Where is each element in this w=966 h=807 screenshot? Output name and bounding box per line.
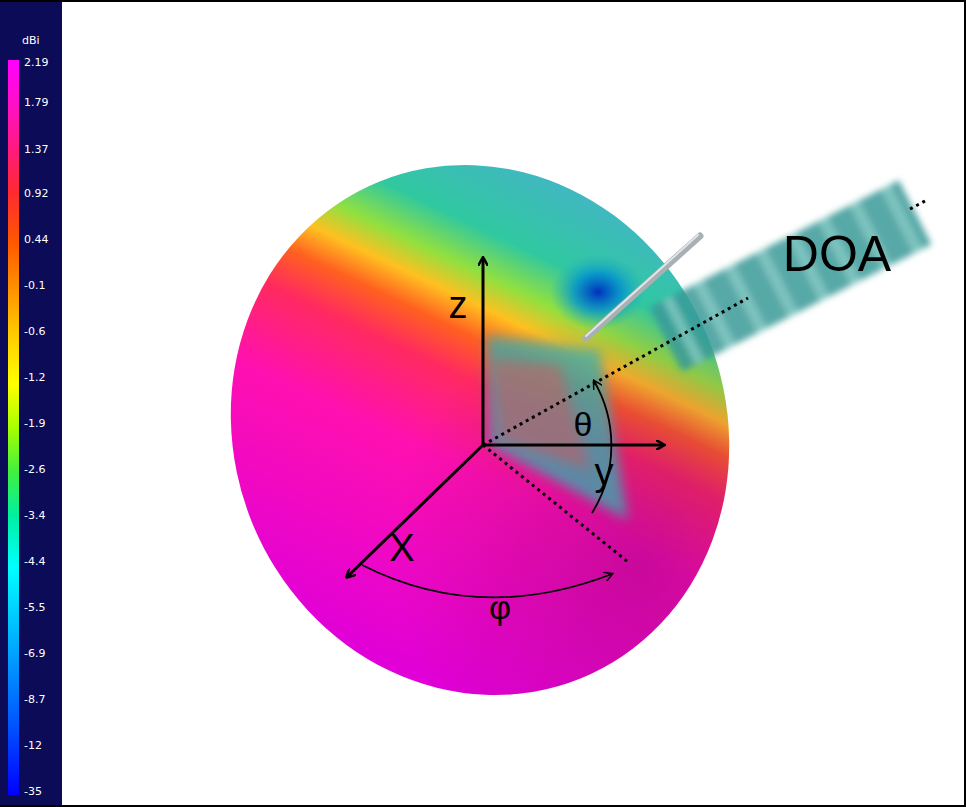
scale-value: -35	[24, 786, 42, 797]
z-axis	[482, 258, 485, 445]
axis-label: X	[389, 529, 414, 567]
phi-arc	[362, 565, 612, 597]
radiation-pattern-body	[152, 89, 809, 770]
scale-value: -8.7	[24, 694, 45, 705]
scale-value: -3.4	[24, 510, 45, 521]
scale-value: -2.6	[24, 464, 45, 475]
scale-value: 2.19	[24, 57, 49, 68]
projection-line	[483, 445, 628, 562]
angle-label: φ	[489, 590, 511, 624]
scale-value: 0.92	[24, 188, 49, 199]
incoming-wave-beam	[649, 180, 931, 371]
pattern-dimple	[486, 335, 628, 520]
pattern-shading	[152, 89, 809, 770]
scale-value: -1.9	[24, 418, 45, 429]
scale-value: 0.44	[24, 234, 49, 245]
scale-value: -6.9	[24, 648, 45, 659]
doa-label: DOA	[783, 229, 891, 279]
scale-value: -12	[24, 740, 42, 751]
scale-value: -0.6	[24, 326, 45, 337]
scale-panel	[0, 2, 62, 805]
theta-arc	[592, 381, 611, 513]
doa-line	[483, 298, 748, 445]
axis-label: z	[449, 286, 468, 324]
scale-value: -0.1	[24, 280, 45, 291]
scale-value: 1.37	[24, 144, 49, 155]
antenna-rod-highlight	[586, 235, 698, 336]
scale-value: -1.2	[24, 372, 45, 383]
scale-value: -4.4	[24, 556, 45, 567]
axis-label: y	[595, 453, 614, 491]
y-axis	[483, 444, 664, 447]
antenna-rod	[586, 236, 700, 338]
colour-scale-bar	[8, 60, 19, 795]
scale-unit: dBi	[22, 35, 40, 46]
doa-line	[910, 201, 925, 209]
scale-value: 1.79	[24, 97, 49, 108]
x-axis	[347, 445, 483, 577]
pattern-null	[550, 254, 646, 330]
angle-label: θ	[574, 407, 593, 441]
scale-value: -5.5	[24, 602, 45, 613]
